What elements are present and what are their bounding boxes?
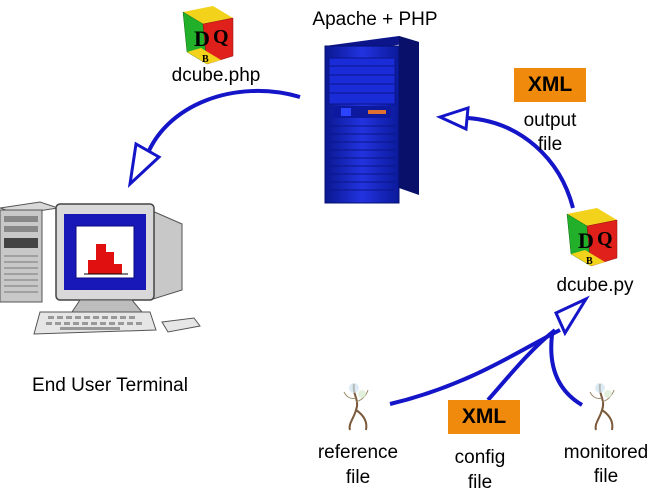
arrowhead-to-py: [554, 295, 590, 337]
svg-text:D: D: [578, 228, 594, 253]
computer-terminal-icon: [0, 201, 201, 335]
file-tree-icon: [343, 383, 369, 431]
svg-text:D: D: [194, 26, 210, 51]
server-label: Apache + PHP: [312, 9, 438, 30]
arrow-py-to-server: [435, 105, 575, 209]
config-file-label-line1: config: [454, 447, 506, 468]
arrow-reference-to-py: [389, 328, 561, 406]
dqb-cube-icon: D Q B: [566, 208, 618, 267]
monitored-file-label-line1: monitored: [563, 442, 649, 463]
file-tree-icon: [589, 383, 615, 431]
svg-text:B: B: [586, 256, 593, 267]
output-xml-badge: XML: [514, 68, 586, 102]
svg-text:Q: Q: [213, 26, 229, 48]
arrow-server-to-terminal: [127, 88, 301, 189]
config-file-label-line2: file: [467, 472, 493, 493]
svg-text:B: B: [202, 54, 209, 65]
monitored-file-label-line2: file: [593, 466, 619, 487]
py-script-label: dcube.py: [556, 275, 634, 296]
reference-file-label-line2: file: [345, 467, 371, 488]
dqb-cube-icon: D Q B: [182, 6, 234, 65]
output-file-label-line2: file: [537, 134, 563, 155]
config-xml-badge: XML: [448, 400, 520, 434]
php-script-label: dcube.php: [171, 65, 261, 86]
terminal-label: End User Terminal: [32, 375, 188, 396]
arrow-monitored-to-py: [549, 334, 584, 407]
svg-text:Q: Q: [597, 228, 613, 250]
reference-file-label-line1: reference: [317, 442, 399, 463]
output-file-label-line1: output: [523, 110, 577, 131]
server-icon: [324, 36, 419, 204]
arrow-config-to-py: [486, 328, 557, 402]
